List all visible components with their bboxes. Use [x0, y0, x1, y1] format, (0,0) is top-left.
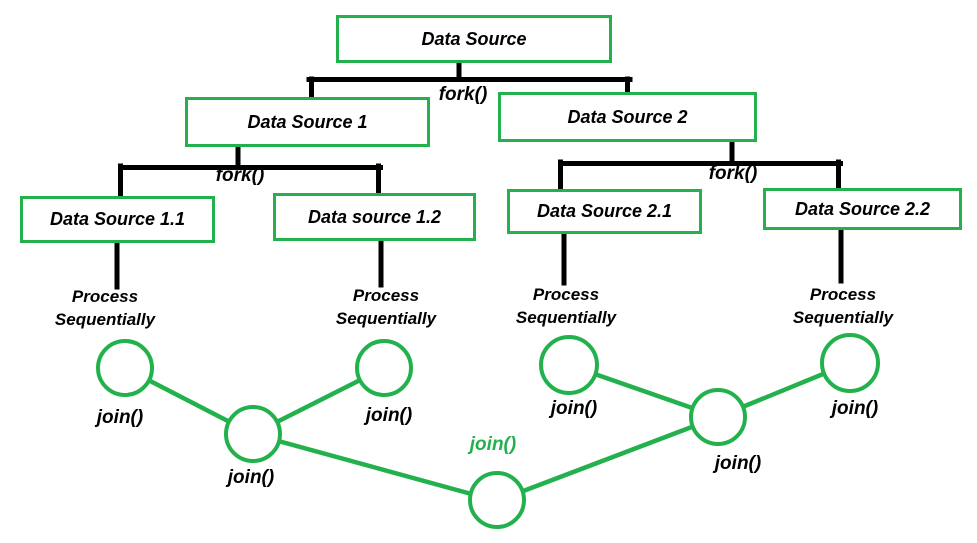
- join-circle-left-merge: [224, 405, 282, 463]
- join-label-ds22: join(): [831, 398, 879, 419]
- node-data-source-1: Data Source 1: [185, 97, 430, 147]
- process-label-ds21-line2: Sequentially: [515, 308, 617, 327]
- join-circle-ds21: [539, 335, 599, 395]
- node-data-source-1-2-label: Data source 1.2: [307, 206, 442, 227]
- node-data-source-1-1: Data Source 1.1: [20, 196, 215, 243]
- node-data-source-2-1-label: Data Source 2.1: [536, 201, 673, 221]
- join-circle-right-merge: [689, 388, 747, 446]
- node-data-source-2-1: Data Source 2.1: [507, 189, 702, 234]
- process-label-ds22-line1: Process: [809, 285, 877, 304]
- process-label-ds21-line1: Process: [532, 285, 600, 304]
- join-circle-ds12: [355, 339, 413, 397]
- process-label-ds22-line2: Sequentially: [792, 308, 894, 327]
- node-data-source-2-2-label: Data Source 2.2: [794, 198, 931, 219]
- join-label-right-merge: join(): [714, 453, 762, 474]
- node-data-source-2-2: Data Source 2.2: [763, 188, 962, 230]
- process-label-ds11: Process Sequentially: [55, 285, 155, 331]
- process-label-ds11-line2: Sequentially: [54, 310, 156, 329]
- node-data-source-1-2: Data source 1.2: [273, 193, 476, 241]
- join-circle-ds11: [96, 339, 154, 397]
- node-data-source-1-1-label: Data Source 1.1: [49, 209, 186, 229]
- process-label-ds12: Process Sequentially: [336, 284, 436, 330]
- join-label-ds21: join(): [550, 398, 598, 419]
- node-data-source-2-label: Data Source 2: [567, 106, 688, 127]
- join-circle-ds22: [820, 333, 880, 393]
- join-label-final: join(): [469, 434, 517, 455]
- fork-label-ds1: fork(): [215, 165, 265, 186]
- node-data-source-label: Data Source: [421, 28, 527, 49]
- join-label-ds11: join(): [96, 407, 144, 428]
- join-circle-final: [468, 471, 526, 529]
- process-label-ds21: Process Sequentially: [516, 283, 616, 329]
- join-label-ds12: join(): [365, 405, 413, 426]
- process-label-ds11-line1: Process: [71, 287, 139, 306]
- edge-join-rightmerge-final: [494, 414, 721, 504]
- process-label-ds22: Process Sequentially: [793, 283, 893, 329]
- node-data-source-1-label: Data Source 1: [247, 111, 368, 132]
- edge-join-leftmerge-final: [250, 431, 500, 504]
- process-label-ds12-line1: Process: [352, 286, 420, 305]
- process-label-ds12-line2: Sequentially: [335, 309, 437, 328]
- fork-label-ds2: fork(): [708, 163, 758, 184]
- node-data-source: Data Source: [336, 15, 612, 63]
- node-data-source-2: Data Source 2: [498, 92, 757, 142]
- join-label-left-merge: join(): [227, 467, 275, 488]
- fork-label-root: fork(): [438, 84, 488, 105]
